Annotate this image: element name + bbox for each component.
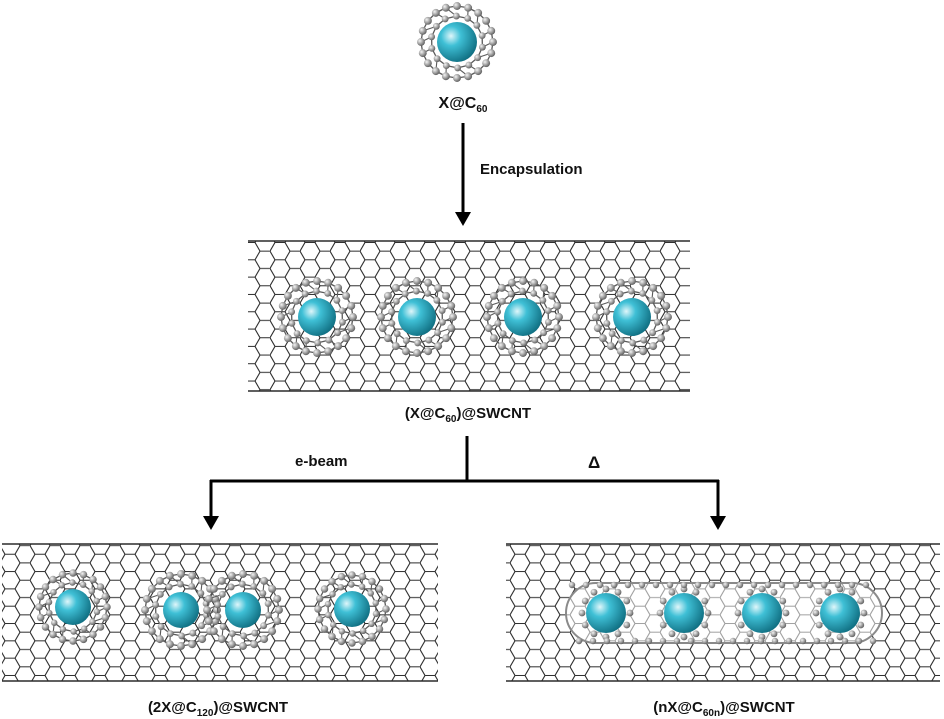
peapod-fullerene-3 xyxy=(483,277,563,357)
inner-tube-atom-1 xyxy=(578,585,634,641)
encapsulated-atom-icon xyxy=(163,592,199,628)
encapsulated-atom-icon xyxy=(298,298,336,336)
branch-arrows xyxy=(203,436,726,530)
inner-tube-label: (nX@C60n)@SWCNT xyxy=(653,699,794,719)
inner-tube-atom-4 xyxy=(812,585,868,641)
encapsulation-arrowhead xyxy=(455,212,471,226)
fullerene-label: X@C60 xyxy=(439,95,488,115)
dimer-fullerene-2 xyxy=(141,570,221,650)
inner-tube-nanotube xyxy=(506,543,940,682)
peapod-label: (X@C60)@SWCNT xyxy=(405,405,531,425)
dimer-fullerene-3 xyxy=(203,570,283,650)
dimer-fullerene-4 xyxy=(314,571,390,647)
peapod-fullerene-4 xyxy=(592,277,672,357)
ebeam-label: e-beam xyxy=(295,453,348,470)
dimer-nanotube xyxy=(2,543,438,682)
dimer-fullerene-1 xyxy=(35,569,111,645)
encapsulated-atom-icon xyxy=(225,592,261,628)
peapod-fullerene-1 xyxy=(277,277,357,357)
encapsulated-atom-icon xyxy=(55,589,91,625)
heat-label: Δ xyxy=(588,453,600,472)
heat-arrowhead xyxy=(710,516,726,530)
peapod-fullerene-2 xyxy=(377,277,457,357)
inner-tube-atom-3 xyxy=(734,585,790,641)
fullerene-molecule-icon xyxy=(417,2,497,82)
encapsulated-atom-icon xyxy=(613,298,651,336)
encapsulated-atom-icon xyxy=(437,22,477,62)
fullerene-molecule-top xyxy=(417,2,497,82)
encapsulated-atom-icon xyxy=(504,298,542,336)
encapsulated-atom-icon xyxy=(334,591,370,627)
encapsulated-atom-icon xyxy=(398,298,436,336)
peapod-nanotube xyxy=(248,240,690,392)
encapsulation-label: Encapsulation xyxy=(480,161,583,178)
dimer-label: (2X@C120)@SWCNT xyxy=(148,699,288,719)
ebeam-arrowhead xyxy=(203,516,219,530)
